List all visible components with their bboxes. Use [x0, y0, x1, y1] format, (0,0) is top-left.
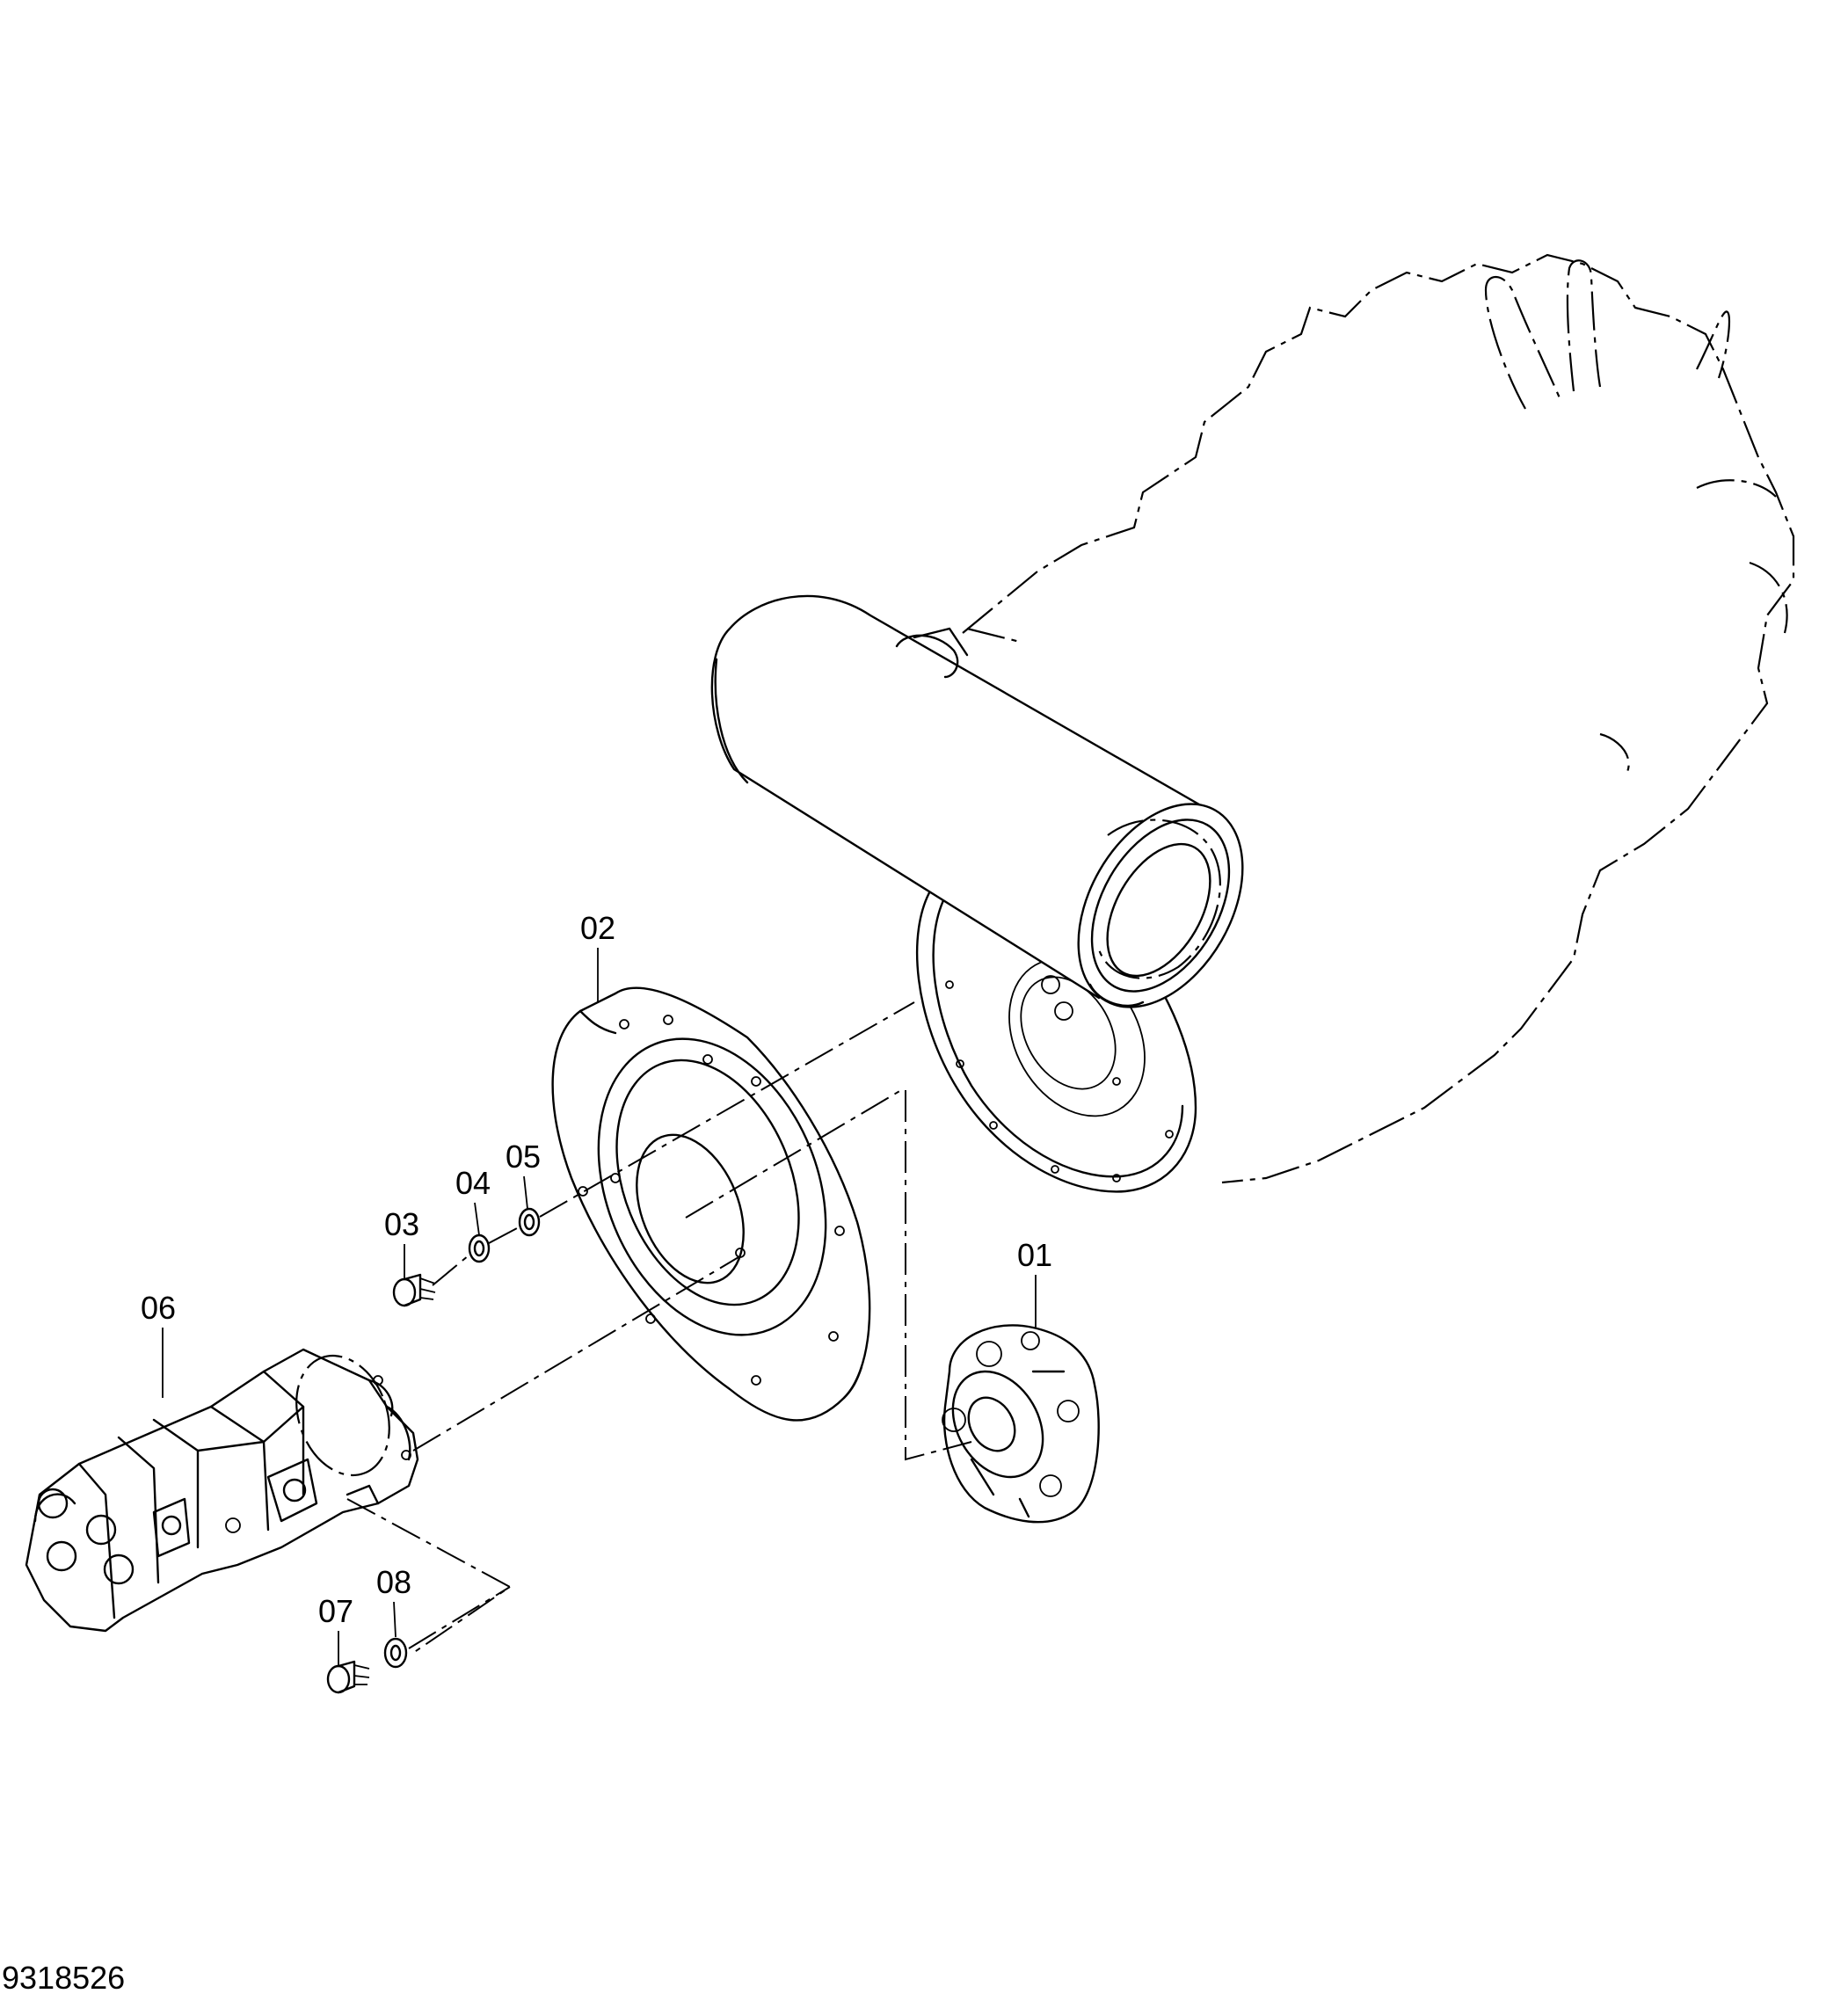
- assembly-lines: [346, 1001, 972, 1654]
- washer-04: [468, 1233, 491, 1263]
- callout-labels: 02 01 03 04 05 06 07 08: [141, 910, 1052, 1629]
- drawing-number: 9318526: [2, 1960, 125, 1996]
- callout-01: 01: [1017, 1237, 1052, 1273]
- callout-02: 02: [580, 910, 615, 946]
- flange-plate-02: [551, 986, 871, 1422]
- washer-05: [518, 1207, 541, 1237]
- engine-phantom-outline: [962, 253, 1795, 1184]
- bolt-07: [326, 1660, 370, 1694]
- leader-lines: [162, 948, 1037, 1666]
- coupling-01: [942, 1324, 1100, 1524]
- muffler: [710, 594, 1244, 1008]
- flywheel-housing: [915, 886, 1197, 1193]
- callout-07: 07: [318, 1593, 353, 1629]
- callout-05: 05: [506, 1139, 541, 1175]
- callout-03: 03: [384, 1206, 419, 1242]
- washer-08: [383, 1637, 408, 1669]
- gear-pump-06: [25, 1348, 419, 1633]
- callout-08: 08: [376, 1564, 411, 1600]
- bolt-03: [392, 1273, 436, 1307]
- callout-06: 06: [141, 1290, 176, 1326]
- callout-04: 04: [455, 1165, 491, 1201]
